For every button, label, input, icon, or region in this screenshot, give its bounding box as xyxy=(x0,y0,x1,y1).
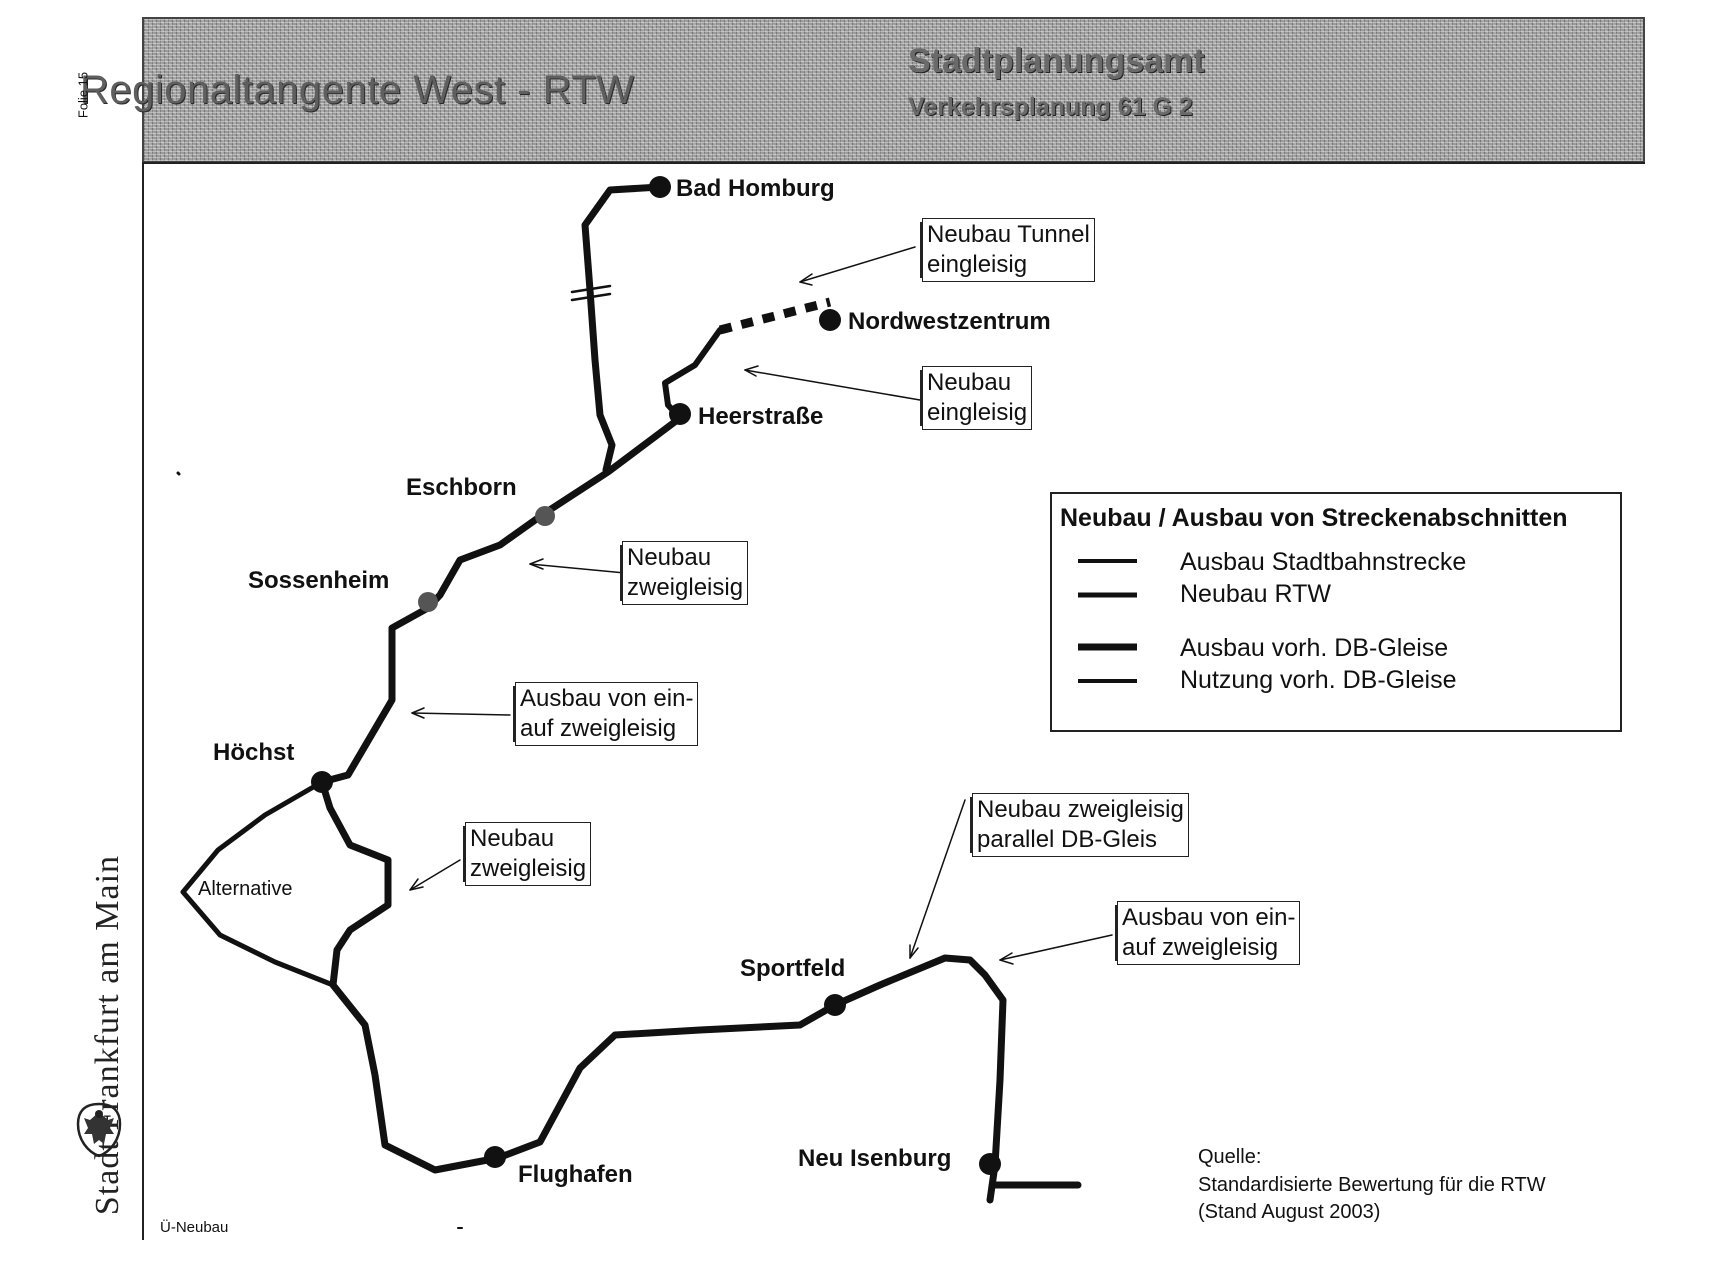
department-name: Verkehrsplanung 61 G 2 xyxy=(908,93,1193,121)
route-tunnel-dashed xyxy=(718,297,832,335)
route-main-north xyxy=(318,414,684,786)
station-dot-heerstrasse xyxy=(669,403,691,425)
route-alternative xyxy=(180,779,336,988)
station-label-heerstrasse: Heerstraße xyxy=(698,403,824,430)
footer-code: Ü-Neubau xyxy=(160,1219,229,1236)
station-label-sportfeld: Sportfeld xyxy=(740,955,846,982)
left-divider xyxy=(142,163,144,1240)
legend-label-db-ausbau: Ausbau vorh. DB-Gleise xyxy=(1180,634,1449,662)
station-dot-hoechst xyxy=(311,771,333,793)
station-label-hoechst: Höchst xyxy=(213,739,295,766)
station-label-neu-isenburg: Neu Isenburg xyxy=(798,1145,952,1172)
station-label-bad-homburg: Bad Homburg xyxy=(676,175,835,202)
source-heading: Quelle: xyxy=(1198,1146,1262,1168)
station-label-nordwestzentrum: Nordwestzentrum xyxy=(848,308,1051,335)
legend-label-neubau: Neubau RTW xyxy=(1180,580,1331,608)
station-dot-sportfeld xyxy=(824,994,846,1016)
station-dot-nordwestzentrum xyxy=(819,309,841,331)
note-ausbau-1: Ausbau von ein-auf zweigleisig xyxy=(515,682,699,746)
station-dot-neu-isenburg xyxy=(979,1153,1001,1175)
legend-label-stadtbahn: Ausbau Stadtbahnstrecke xyxy=(1180,548,1467,576)
legend-box xyxy=(1050,492,1622,732)
station-dot-sossenheim xyxy=(418,592,438,612)
station-dot-eschborn xyxy=(535,506,555,526)
route-bad-homburg-branch xyxy=(581,183,664,474)
legend-title: Neubau / Ausbau von Streckenabschnitten xyxy=(1060,504,1568,532)
station-dot-flughafen xyxy=(484,1146,506,1168)
page-title: Regionaltangente West - RTW xyxy=(80,68,635,112)
header-divider xyxy=(142,162,1645,164)
station-label-flughafen: Flughafen xyxy=(518,1161,633,1188)
source-line-2: (Stand August 2003) xyxy=(1198,1201,1381,1223)
legend-label-db-nutzung: Nutzung vorh. DB-Gleise xyxy=(1180,666,1457,694)
alternative-label: Alternative xyxy=(198,878,293,900)
route-main-south xyxy=(318,778,1007,1204)
line-break-mark xyxy=(570,284,612,302)
station-label-eschborn: Eschborn xyxy=(406,474,517,501)
station-dot-bad-homburg xyxy=(649,176,671,198)
frankfurt-eagle-coat-of-arms-icon xyxy=(72,1100,126,1158)
header-banner xyxy=(142,17,1645,163)
office-name: Stadtplanungsamt xyxy=(908,42,1205,80)
source-line-1: Standardisierte Bewertung für die RTW xyxy=(1198,1174,1546,1196)
station-label-sossenheim: Sossenheim xyxy=(248,567,390,594)
note-ausbau-2: Ausbau von ein-auf zweigleisig xyxy=(1117,901,1301,965)
